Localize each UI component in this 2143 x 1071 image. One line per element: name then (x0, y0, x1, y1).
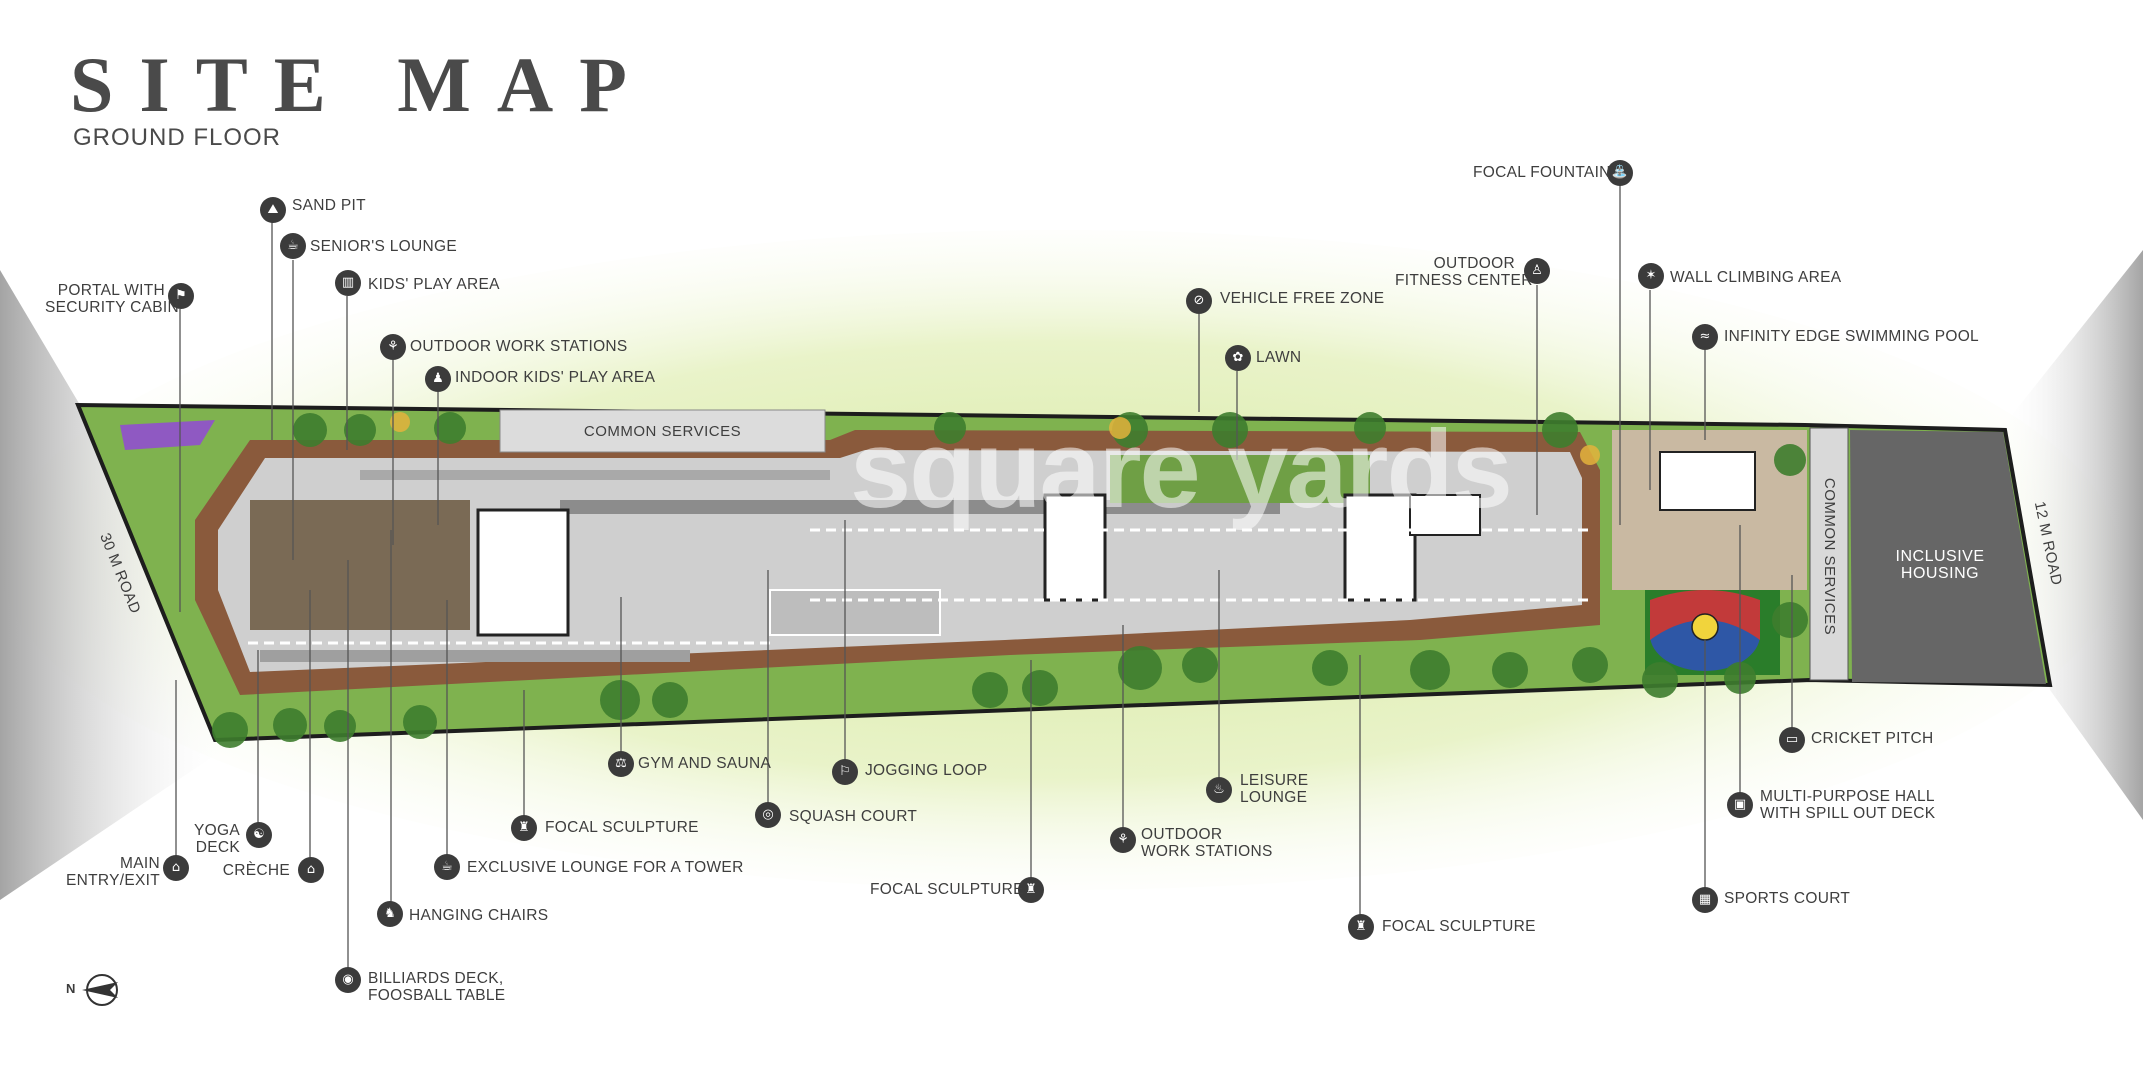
workstation-icon: ⚘ (1110, 827, 1136, 853)
compass-north-label: N (66, 981, 76, 996)
sandpit-icon: ⛰ (260, 197, 286, 223)
exclusive-lounge-icon: ☕ (434, 854, 460, 880)
court-icon: ▦ (1692, 887, 1718, 913)
legend-label-lawn: LAWN (1256, 349, 1302, 366)
yoga-icon: ☯ (246, 822, 272, 848)
legend-label-focal-sculpture-mid: FOCAL SCULPTURE (870, 881, 1024, 898)
parking-block (769, 589, 941, 636)
sports-court-yellow (1691, 613, 1719, 641)
legend-label-focal-sculpture-bottom-right: FOCAL SCULPTURE (1382, 918, 1536, 935)
legend-label-outdoor-work-stations-top: OUTDOOR WORK STATIONS (410, 338, 628, 355)
legend-label-cricket-pitch: CRICKET PITCH (1811, 730, 1934, 747)
chair-icon: ♞ (377, 901, 403, 927)
legend-label-infinity-pool: INFINITY EDGE SWIMMING POOL (1724, 328, 1979, 345)
common-services-side-label: COMMON SERVICES (1821, 477, 1838, 636)
leisure-icon: ♨ (1206, 777, 1232, 803)
lawn-icon: ✿ (1225, 345, 1251, 371)
road-right-shade (2000, 250, 2143, 820)
tower-core-1 (476, 508, 570, 637)
page-subtitle: GROUND FLOOR (73, 124, 282, 151)
legend-label-kids-play-area: KIDS' PLAY AREA (368, 276, 500, 293)
legend-label-gym-and-sauna: GYM AND SAUNA (638, 755, 772, 772)
legend-label-squash-court: SQUASH COURT (789, 808, 918, 825)
climbing-icon: ✶ (1638, 263, 1664, 289)
entry-icon: ⌂ (163, 855, 189, 881)
common-services-top-block (499, 409, 826, 453)
pool-icon: ≈ (1692, 324, 1718, 350)
compass: N (66, 972, 126, 1017)
inclusive-housing-label: INCLUSIVE HOUSING (1895, 548, 1985, 582)
watermark: square yards (850, 408, 1513, 531)
legend-label-sand-pit: SAND PIT (292, 197, 366, 214)
indoor-play-icon: ♟ (425, 366, 451, 392)
legend-label-vehicle-free-zone: VEHICLE FREE ZONE (1220, 290, 1385, 307)
legend-label-wall-climbing-area: WALL CLIMBING AREA (1670, 269, 1842, 286)
fountain-icon: ⛲ (1607, 160, 1633, 186)
legend-label-jogging-loop: JOGGING LOOP (865, 762, 988, 779)
security-icon: ⚑ (168, 283, 194, 309)
legend-label-exclusive-lounge: EXCLUSIVE LOUNGE FOR A TOWER (467, 859, 744, 876)
legend-label-sports-court: SPORTS COURT (1724, 890, 1851, 907)
page-title: SITE MAP (70, 41, 653, 128)
podium-strip-3 (260, 650, 690, 662)
no-vehicle-icon: ⊘ (1186, 288, 1212, 314)
tower-core-2 (1043, 493, 1107, 602)
gym-icon: ⚖ (608, 751, 634, 777)
compass-icon (82, 974, 118, 1006)
hall-icon: ▣ (1727, 792, 1753, 818)
legend-label-focal-sculpture-left: FOCAL SCULPTURE (545, 819, 699, 836)
multipurpose-hall-block (1659, 451, 1756, 511)
legend-label-creche: CRÈCHE (222, 862, 290, 879)
legend-label-hanging-chairs: HANGING CHAIRS (409, 907, 549, 924)
lounge-icon: ☕ (280, 233, 306, 259)
common-services-top-label: COMMON SERVICES (583, 423, 742, 440)
common-services-side-block (1809, 427, 1849, 681)
flowering-trees (390, 412, 1600, 465)
jogging-icon: ⚐ (832, 759, 858, 785)
sculpture-icon: ♜ (511, 815, 537, 841)
billiards-icon: ◉ (335, 967, 361, 993)
sculpture-icon: ♜ (1018, 877, 1044, 903)
inclusive-housing-block (1850, 430, 2046, 684)
play-area-icon: ▥ (335, 270, 361, 296)
legend-label-indoor-kids-play-area: INDOOR KIDS' PLAY AREA (455, 369, 656, 386)
lawn-stripe (1110, 455, 1370, 503)
squash-icon: ◎ (755, 802, 781, 828)
legend-label-focal-fountain: FOCAL FOUNTAIN (1473, 164, 1611, 181)
fitness-icon: ♙ (1524, 258, 1550, 284)
entry-portal-patch (120, 420, 215, 450)
vehicle-free-zone-boundary (248, 528, 1590, 645)
podium-strip-1 (360, 470, 830, 480)
lounge-building (250, 500, 470, 630)
legend-label-seniors-lounge: SENIOR'S LOUNGE (310, 238, 457, 255)
leader-lines (175, 185, 1793, 980)
workstation-icon: ⚘ (380, 334, 406, 360)
legend-label-billiards: BILLIARDS DECK,FOOSBALL TABLE (368, 970, 506, 1004)
creche-icon: ⌂ (298, 857, 324, 883)
cricket-icon: ▭ (1779, 727, 1805, 753)
sculpture-icon: ♜ (1348, 914, 1374, 940)
road-left-shade (0, 270, 230, 900)
society-office (1409, 494, 1481, 536)
